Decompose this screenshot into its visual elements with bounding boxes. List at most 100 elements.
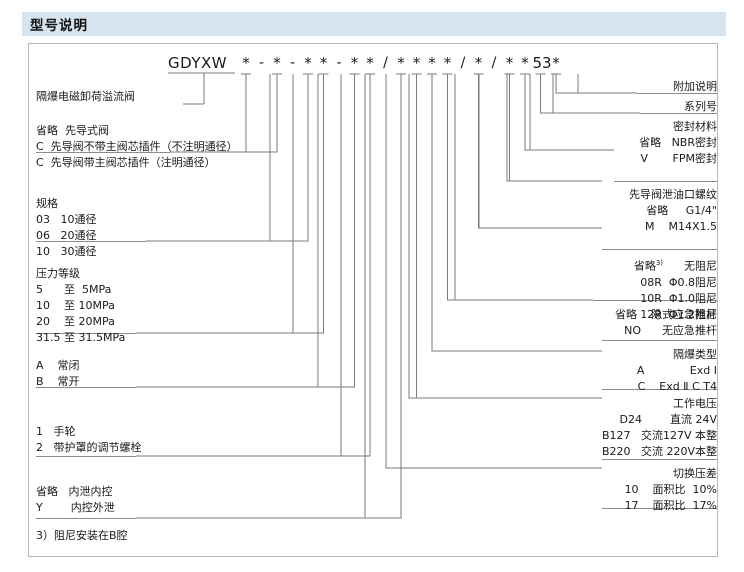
group-normal-state: A 常闭 B 常开 (36, 358, 80, 390)
rule-adjust (36, 456, 136, 457)
code-token: * (366, 54, 374, 72)
emergency-rod-line: NO 无应急推杆 (624, 324, 717, 337)
working-voltage-line: D24 直流 24V (619, 413, 717, 426)
group-damping-orifice: 省略3) 无阻尼 08R Φ0.8阻尼 10R Φ1.0阻尼 12R Φ1.2阻尼 (517, 255, 717, 323)
pilot-drain-thread-line: 省略 G1/4" (646, 204, 717, 217)
code-token: * (428, 54, 436, 72)
rule-additional-note (637, 93, 717, 94)
rule-series (640, 113, 717, 114)
switch-pressure-diff-line: 切换压差 (673, 467, 717, 480)
code-token: * (521, 54, 529, 72)
damping-orifice-line: 12R Φ1.2阻尼 (640, 307, 717, 321)
normal-state-line: A 常闭 (36, 359, 80, 372)
rule-emergency (602, 340, 717, 341)
pilot-type-line: C 先导阀带主阀芯插件（注明通径） (36, 156, 216, 169)
emergency-rod-line: 省略 隐式应急推杆 (615, 308, 717, 321)
explosion-proof-type-line: A Exd Ⅰ (636, 364, 717, 377)
adjust-type-line: 2 带护罩的调节螺栓 (36, 441, 142, 454)
group-pilot-type: 省略 先导式阀 C 先导阀不带主阀芯插件（不注明通径） C 先导阀带主阀芯插件（注明… (36, 123, 238, 171)
header-accent (18, 12, 22, 36)
pressure-rating-line: 10 至 10MPa (36, 299, 115, 312)
code-token: * (397, 54, 405, 72)
group-emergency-rod: 省略 隐式应急推杆 NO 无应急推杆 (517, 307, 717, 339)
model-code-base: GDYXW (168, 54, 228, 72)
rule-damping (593, 300, 717, 301)
group-specification: 规格 03 10通径 06 20通径 10 30通径 (36, 196, 96, 260)
seal-material-line: 省略 NBR密封 (639, 136, 717, 149)
group-explosion-proof-type: 隔爆类型 A Exd Ⅰ C Exd Ⅱ C T4 (517, 347, 717, 395)
code-token: 53 (532, 54, 552, 72)
seal-material-line: V FPM密封 (640, 152, 717, 165)
damping-orifice-line: 10R Φ1.0阻尼 (640, 291, 717, 305)
rule-normal-state (36, 387, 136, 388)
group-product-name: 隔爆电磁卸荷溢流阀 (36, 89, 135, 105)
group-adjust-type: 1 手轮 2 带护罩的调节螺栓 (36, 424, 142, 456)
code-separator: / (383, 55, 388, 71)
working-voltage-line: B220 交流 220V本整 (601, 445, 717, 458)
code-token: * (474, 54, 483, 72)
specification-line: 06 20通径 (36, 229, 97, 242)
code-token: * (242, 54, 250, 72)
normal-state-line: B 常开 (36, 375, 80, 388)
code-separator: - (336, 55, 342, 71)
working-voltage-line: 工作电压 (673, 397, 717, 410)
product-name-line: 隔爆电磁卸荷溢流阀 (36, 90, 135, 103)
pressure-rating-line: 5 至 5MPa (36, 283, 112, 296)
specification-line: 规格 (36, 197, 58, 210)
explosion-proof-type-line: 隔爆类型 (673, 348, 717, 361)
rule-switch-diff (602, 508, 717, 509)
code-token: * (505, 54, 514, 72)
code-token: * (443, 54, 452, 72)
pilot-drain-thread-line: M M14X1.5 (645, 220, 717, 233)
footnote: 3）阻尼安装在B腔 (36, 529, 128, 542)
group-seal-material: 密封材料省略 NBR密封 V FPM密封 (517, 119, 717, 167)
code-separator: / (460, 55, 466, 71)
code-token: * (412, 54, 421, 72)
specification-line: 03 10通径 (36, 213, 97, 226)
pilot-type-line: C 先导阀不带主阀芯插件（不注明通径） (36, 140, 238, 153)
specification-line: 10 30通径 (36, 245, 97, 258)
group-additional-note: 附加说明 (517, 79, 717, 95)
group-pressure-rating: 压力等级 5 至 5MPa 10 至 10MPa 20 至 20MPa 31.5 至 3… (36, 266, 125, 346)
adjust-type-line: 1 手轮 (36, 425, 76, 438)
group-drain-control: 省略 内泄内控 Y 内控外泄 (36, 484, 115, 516)
pressure-rating-line: 20 至 20MPa (36, 315, 115, 328)
rule-drain (36, 518, 136, 519)
explosion-proof-type-line: C Exd Ⅱ C T4 (637, 380, 717, 393)
code-separator: / (491, 55, 497, 71)
code-token: * (304, 54, 312, 72)
code-token: * (273, 54, 281, 72)
page-title: 型号说明 (30, 18, 88, 34)
code-token: * (350, 54, 359, 72)
group-working-voltage: 工作电压 D24 直流 24V B127 交流127V 本整 B220 交流 220V… (517, 396, 717, 460)
rule-voltage (602, 459, 717, 460)
code-separator: - (289, 55, 296, 71)
group-pilot-drain-thread: 先导阀泄油口螺纹省略 G1/4" M M14X1.5 (517, 187, 717, 235)
damping-orifice-line: 08R Φ0.8阻尼 (640, 275, 717, 289)
pilot-drain-thread-line: 先导阀泄油口螺纹 (629, 188, 717, 201)
section-header-bar (18, 12, 726, 36)
rule-pilot-type (36, 152, 170, 153)
additional-note-line: 附加说明 (673, 80, 717, 93)
pressure-rating-line: 31.5 至 31.5MPa (36, 331, 126, 344)
switch-pressure-diff-line: 10 面积比 10% (624, 483, 717, 496)
damping-orifice-line: 省略3) 无阻尼 (633, 259, 717, 273)
pilot-type-line: 省略 先导式阀 (36, 124, 109, 137)
rule-pressure (36, 333, 136, 334)
rule-specification (36, 241, 146, 242)
code-token: * (319, 54, 328, 72)
seal-material-line: 密封材料 (673, 120, 717, 133)
group-series-number: 系列号 (517, 99, 717, 115)
rule-seal (614, 181, 717, 182)
pressure-rating-line: 压力等级 (36, 267, 80, 280)
code-token: * (552, 54, 560, 72)
rule-explosion (602, 389, 717, 390)
drain-control-line: 省略 内泄内控 (36, 485, 113, 498)
code-separator: - (258, 55, 265, 71)
working-voltage-line: B127 交流127V 本整 (601, 429, 717, 442)
drain-control-line: Y 内控外泄 (36, 501, 115, 514)
series-number-line: 系列号 (684, 100, 717, 113)
